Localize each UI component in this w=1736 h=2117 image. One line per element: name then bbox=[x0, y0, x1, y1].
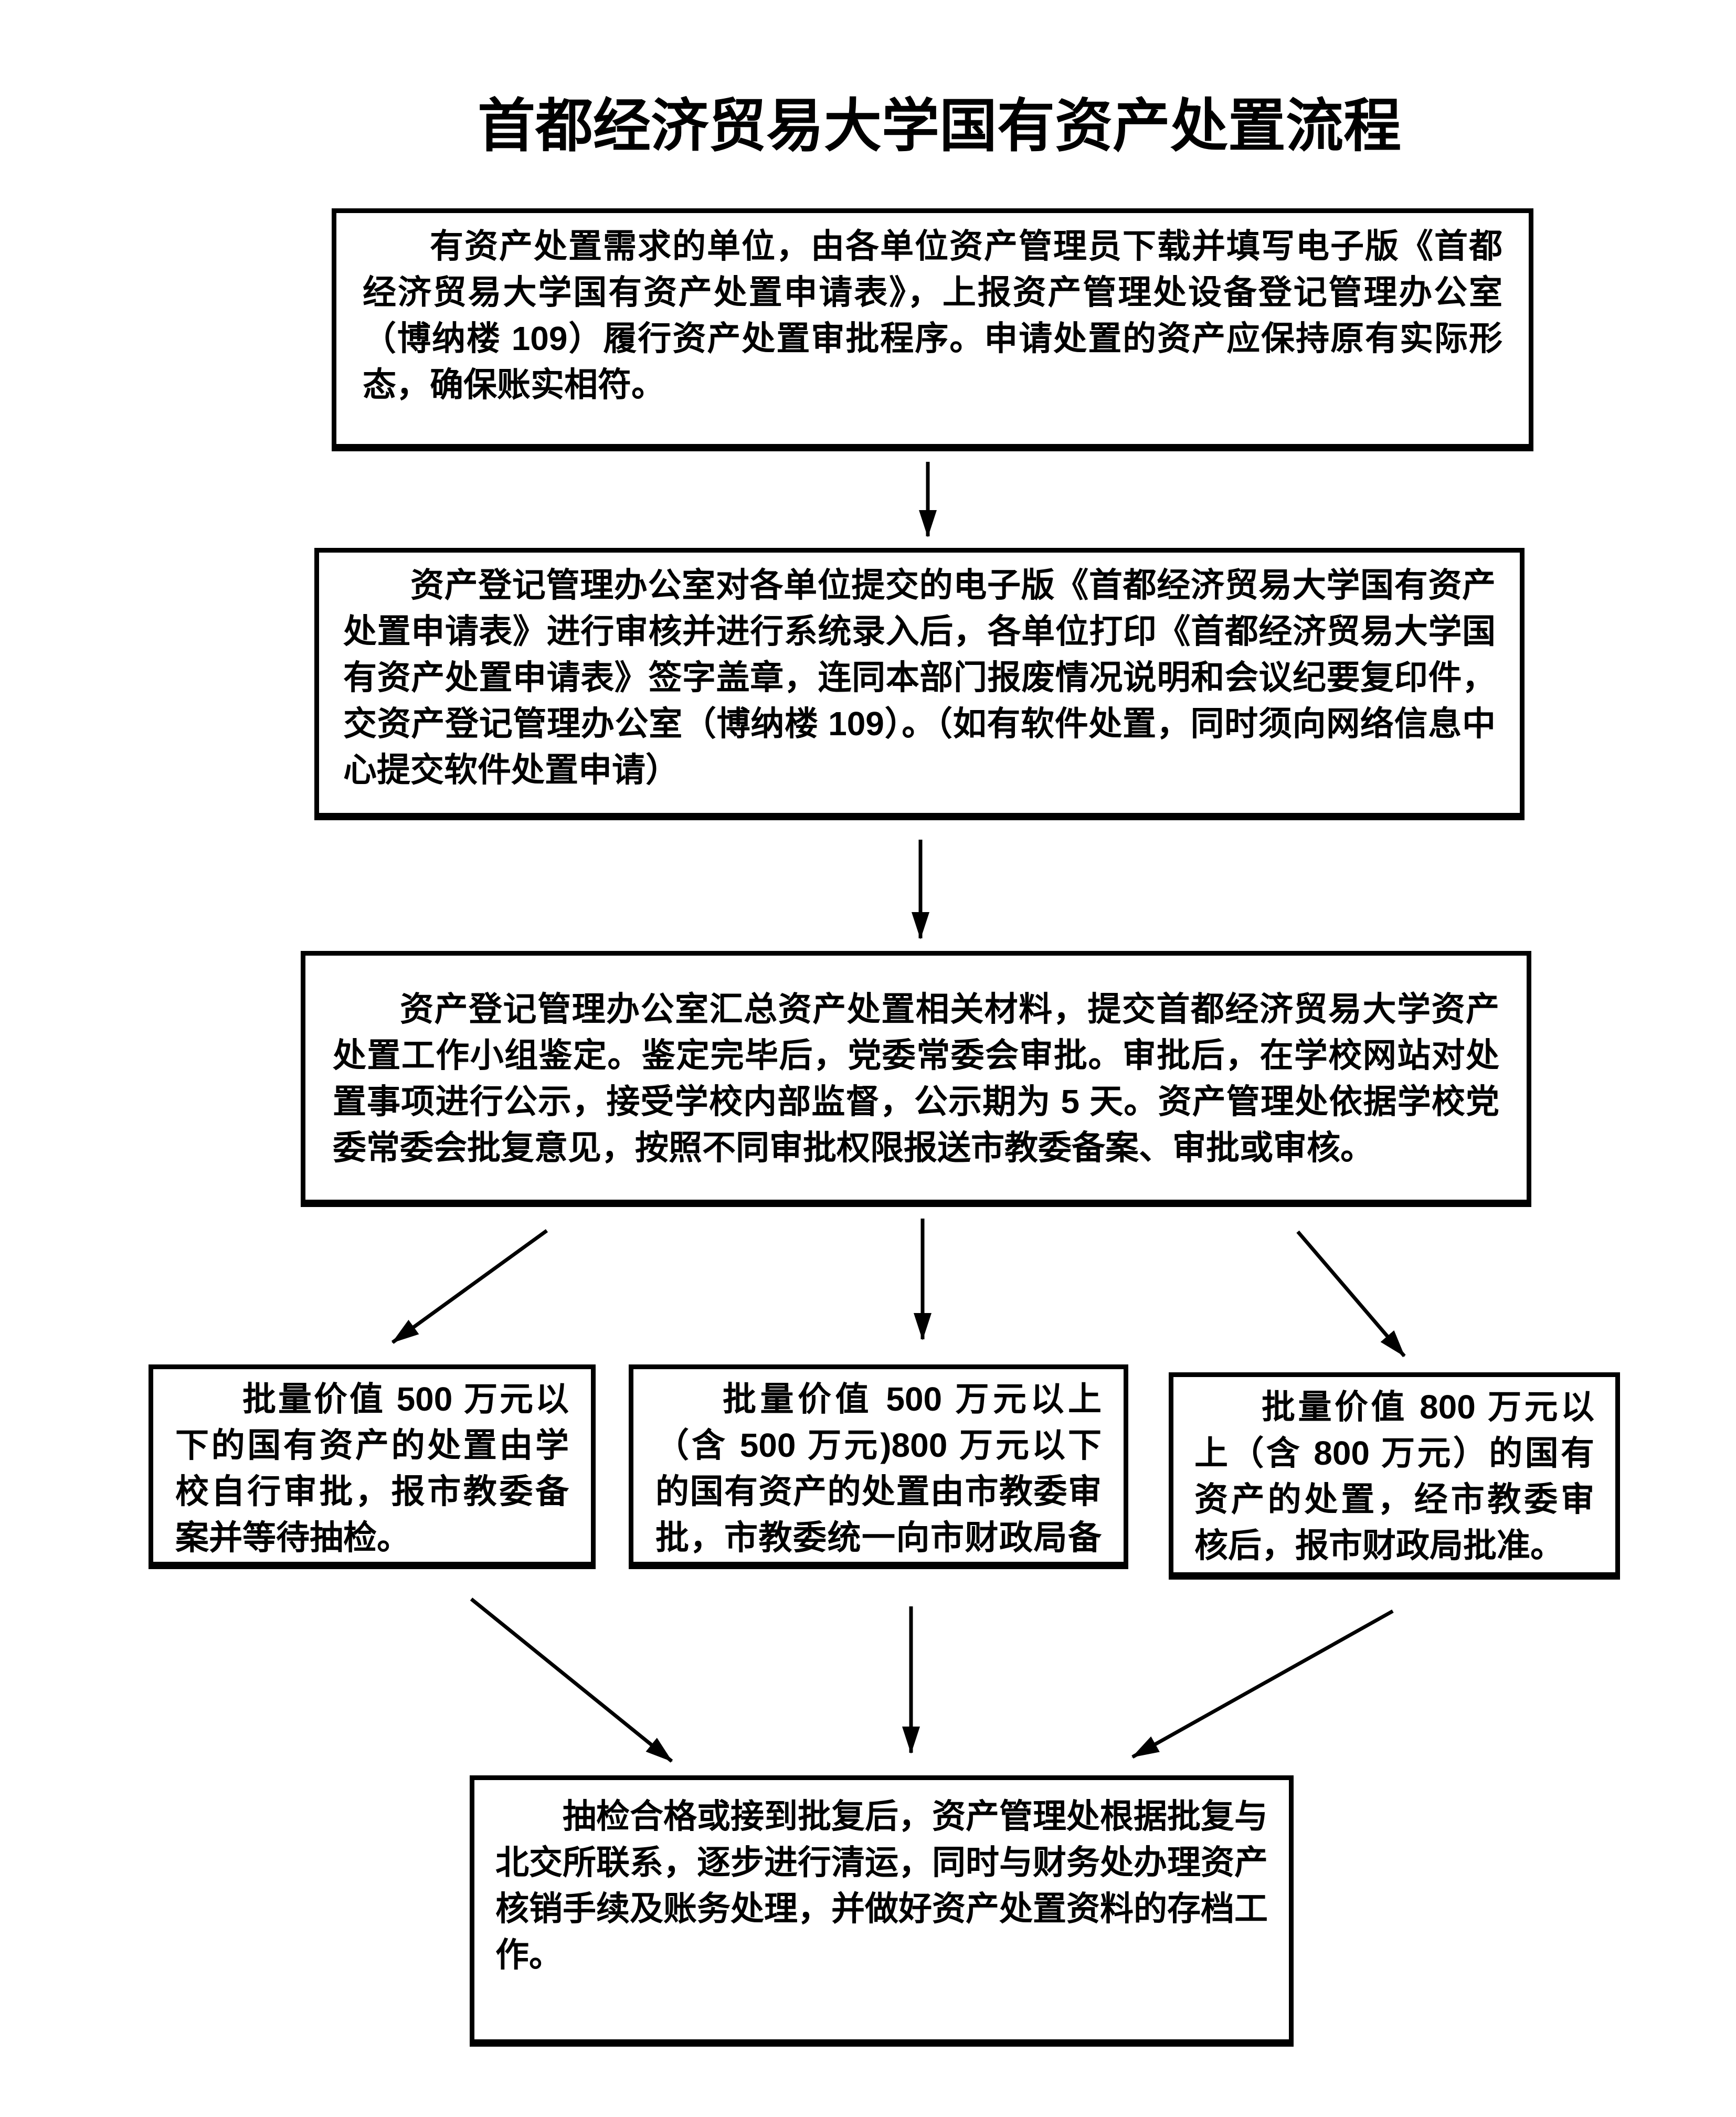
flow-box-branch-over-800w: 批量价值 800 万元以上（含 800 万元）的国有资产的处置，经市教委审核后，… bbox=[1169, 1372, 1620, 1580]
page-title: 首都经济贸易大学国有资产处置流程 bbox=[478, 94, 1401, 158]
flow-box-apply: 有资产处置需求的单位，由各单位资产管理员下载并填写电子版《首都经济贸易大学国有资… bbox=[332, 208, 1533, 451]
flow-box-branch-500w-to-800w: 批量价值 500 万元以上（含 500 万元)800 万元以下的国有资产的处置由… bbox=[629, 1364, 1128, 1569]
arrow-step3-to-branch-low bbox=[391, 1229, 548, 1344]
arrow-step3-to-branch-high bbox=[1296, 1230, 1406, 1358]
arrow-branch-low-to-final bbox=[470, 1597, 673, 1763]
flow-box-branch-under-500w: 批量价值 500 万元以下的国有资产的处置由学校自行审批，报市教委备案并等待抽检… bbox=[149, 1364, 596, 1569]
flow-box-review-register: 资产登记管理办公室对各单位提交的电子版《首都经济贸易大学国有资产处置申请表》进行… bbox=[314, 548, 1525, 820]
flow-box-final-disposal: 抽检合格或接到批复后，资产管理处根据批复与北交所联系，逐步进行清运，同时与财务处… bbox=[470, 1775, 1294, 2047]
arrow-branch-high-to-final bbox=[1131, 1609, 1394, 1759]
flow-box-appraise-publicize: 资产登记管理办公室汇总资产处置相关材料，提交首都经济贸易大学资产处置工作小组鉴定… bbox=[301, 951, 1531, 1207]
